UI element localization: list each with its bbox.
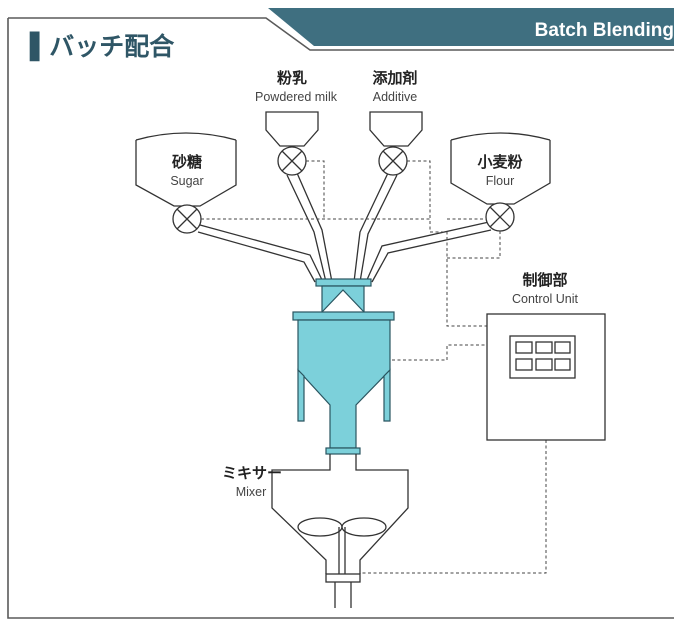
feed-pipes [197,172,492,283]
mixer-label-ja: ミキサー [222,464,282,482]
milk-label-en: Powdered milk [255,90,338,104]
additive-label-ja: 添加剤 [372,69,417,87]
title-ja: ▌バッチ配合 [29,31,175,62]
header-band [268,8,674,46]
frame [7,17,674,619]
control-label-ja: 制御部 [522,271,567,289]
sugar-label-en: Sugar [170,174,203,188]
control-label-en: Control Unit [512,292,579,306]
header: ▌バッチ配合 Batch Blending [29,8,674,62]
milk-hopper: 粉乳 Powdered milk [255,69,338,176]
flour-hopper: 小麦粉 Flour [450,132,551,232]
mixer-label-en: Mixer [236,485,267,499]
additive-hopper: 添加剤 Additive [369,69,423,176]
control-unit: 制御部 Control Unit [486,271,606,441]
milk-label-ja: 粉乳 [277,69,307,87]
additive-label-en: Additive [373,90,418,104]
sugar-label-ja: 砂糖 [172,153,202,171]
mixing-tank [292,278,395,455]
control-lines [201,160,547,574]
sugar-hopper: 砂糖 Sugar [135,132,237,234]
flour-label-ja: 小麦粉 [477,153,522,171]
mixer: ミキサー Mixer [222,454,409,608]
flour-label-en: Flour [486,174,514,188]
title-en: Batch Blending [535,20,674,41]
